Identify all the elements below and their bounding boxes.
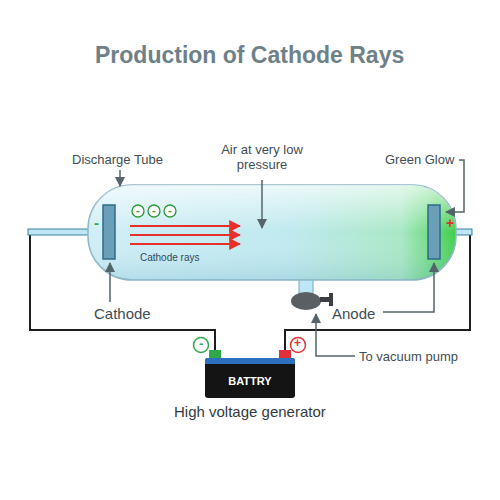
vacuum-outlet	[291, 276, 333, 310]
battery-terminal	[194, 338, 306, 360]
polarity-sign: +	[294, 337, 301, 351]
battery-stripe	[205, 358, 295, 364]
electron-sign: -	[152, 204, 156, 217]
part-label: Air at very low pressure	[212, 143, 312, 173]
cathode-ray-arrow	[130, 226, 240, 244]
discharge-tube	[88, 185, 456, 280]
diagram-title: Production of Cathode Rays	[95, 42, 404, 68]
polarity-sign: -	[199, 337, 203, 352]
electron-sign: -	[168, 204, 172, 217]
part-label: Green Glow	[385, 153, 454, 168]
electron-sign: -	[136, 204, 140, 217]
battery-box: BATTRY	[205, 358, 295, 398]
polarity-sign: +	[446, 215, 454, 231]
part-label: Cathode	[94, 305, 151, 322]
ray-label: Cathode rays	[140, 252, 199, 264]
part-label: Anode	[332, 305, 375, 322]
cathode-plate	[103, 205, 115, 259]
battery-caption: High voltage generator	[174, 403, 326, 420]
leader-line	[110, 160, 464, 356]
part-label: To vacuum pump	[359, 350, 458, 365]
electron-circle	[132, 205, 176, 217]
battery-label: BATTRY	[228, 375, 271, 387]
part-label: Discharge Tube	[72, 153, 163, 168]
anode-plate	[428, 205, 440, 259]
polarity-sign: -	[94, 214, 99, 231]
